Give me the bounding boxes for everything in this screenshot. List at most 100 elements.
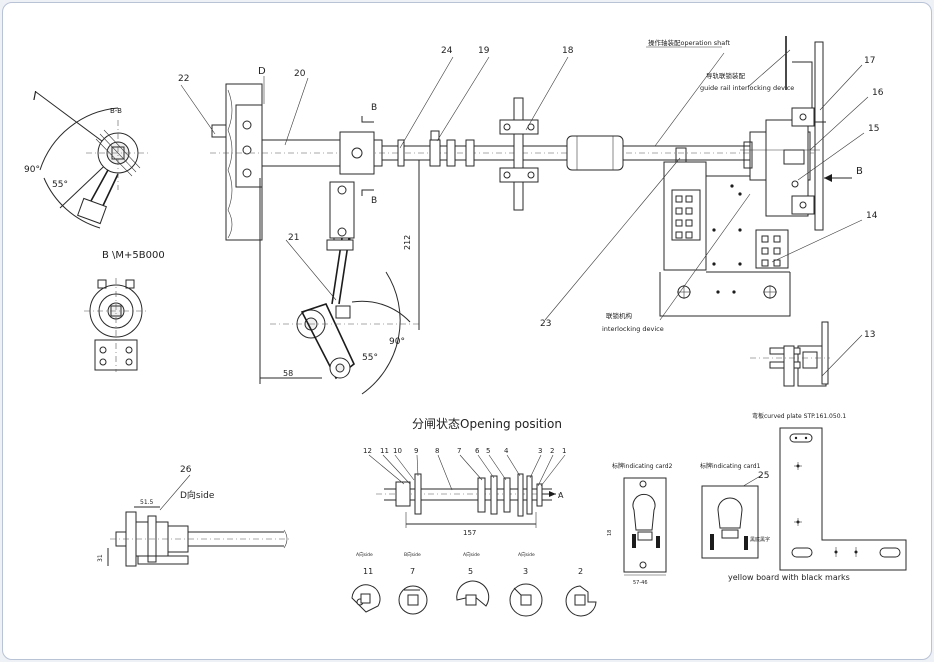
arrow-b: B xyxy=(824,166,863,182)
op-callout-8: 8 xyxy=(435,447,439,455)
op-callout-4: 4 xyxy=(504,447,509,455)
op-callout-5: 5 xyxy=(486,447,490,455)
angle-90-mid: 90° xyxy=(389,337,405,347)
callout-13: 13 xyxy=(864,330,875,340)
opening-position-view: 分闸状态Opening position 12 11 xyxy=(363,417,566,537)
arc-90-mid xyxy=(351,300,411,323)
dim-57: 57-46 xyxy=(633,580,648,586)
callout-16: 16 xyxy=(872,88,884,98)
op-callout-6: 6 xyxy=(475,447,480,455)
cam-7-num: 7 xyxy=(410,567,415,576)
callouts-top: 22 20 24 19 18 17 16 15 14 13 23 21 xyxy=(178,46,884,340)
d-side-label: D向side xyxy=(180,489,215,501)
opening-position-title: 分闸状态Opening position xyxy=(412,417,562,431)
arc-55-left xyxy=(43,177,101,229)
callout-22: 22 xyxy=(178,74,189,84)
yellow-board-label: yellow board with black marks xyxy=(728,573,850,582)
cam-3-tag: A向side xyxy=(518,551,535,558)
arc-55-mid xyxy=(361,271,401,395)
op-callout-3: 3 xyxy=(538,447,542,455)
interlocking-device xyxy=(659,36,826,317)
callout-19: 19 xyxy=(478,46,490,56)
cam-5: A向side 5 xyxy=(456,551,490,607)
view-b: B \M+5B000 xyxy=(84,250,165,372)
op-callout-2: 2 xyxy=(550,447,554,455)
section-bb-label: B-B xyxy=(110,107,122,115)
angle-55-mid: 55° xyxy=(362,353,378,363)
dim-18: 18 xyxy=(607,530,613,536)
cam-7-tag: B向side xyxy=(404,551,421,558)
callout-21: 21 xyxy=(288,233,299,243)
bb-arm-end xyxy=(77,197,107,225)
indicating-card1-label: 标牌indicating card1 xyxy=(700,462,761,470)
op-callout-9: 9 xyxy=(414,447,418,455)
callout-17: 17 xyxy=(864,56,875,66)
interlock-frame xyxy=(663,161,707,271)
label-guide-rail-en: guide rail interlocking device xyxy=(700,84,794,92)
left-support-plate xyxy=(225,83,263,241)
black-marks-cn: 黑底黑字 xyxy=(750,536,770,543)
cam-profiles: A向side 11 B向side 7 A向side 5 A向side xyxy=(351,551,597,617)
card2-plate xyxy=(623,477,667,573)
cam-7: B向side 7 xyxy=(398,551,428,615)
label-b-lower: B xyxy=(371,196,377,206)
indicating-card-1: 标牌indicating card1 黑底黑字 yellow board wit… xyxy=(700,462,850,582)
op-callout-11: 11 xyxy=(380,447,389,455)
view-b-label: B \M+5B000 xyxy=(102,250,165,261)
cam-5-num: 5 xyxy=(468,567,473,576)
cam-11: A向side 11 xyxy=(351,551,381,613)
cam-11-num: 11 xyxy=(363,567,373,576)
op-callout-10: 10 xyxy=(393,447,402,455)
shaft-end-stub xyxy=(211,124,227,138)
callout-14: 14 xyxy=(866,211,878,221)
arc-90-left xyxy=(39,107,119,171)
dim-31: 31 xyxy=(97,554,104,562)
cam-3-num: 3 xyxy=(523,567,528,576)
angle-55-left: 55° xyxy=(52,180,68,190)
roman-numeral-one: I xyxy=(33,89,37,103)
indicating-card-2: 标牌indicating card2 18 57-46 xyxy=(607,462,673,586)
arrow-b-right: B xyxy=(856,166,863,177)
callout-26: 26 xyxy=(180,465,192,475)
callout-20: 20 xyxy=(294,69,306,79)
callout-24: 24 xyxy=(441,46,453,56)
callout-15: 15 xyxy=(868,124,879,134)
section-bb-view: B-B 90° 55° I xyxy=(24,89,150,229)
dim-58: 58 xyxy=(283,369,293,378)
crank-arm xyxy=(300,303,355,380)
curved-plate: 弯板curved plate STP.161.050.1 xyxy=(752,412,907,571)
marker-dots xyxy=(712,184,742,294)
indicating-card2-label: 标牌indicating card2 xyxy=(612,462,673,470)
callout-18: 18 xyxy=(562,46,574,56)
dim-515: 51.5 xyxy=(140,499,154,506)
callout-23: 23 xyxy=(540,319,551,329)
arrow-a: A xyxy=(558,491,564,500)
clamp-block xyxy=(339,131,375,175)
label-interlock-cn: 联锁机构 xyxy=(606,311,633,320)
cam-11-tag: A向side xyxy=(356,551,373,558)
flange-plate xyxy=(513,97,524,211)
callout-25: 25 xyxy=(758,471,769,481)
main-shaft-assembly: D B B xyxy=(210,66,820,395)
label-operation-shaft: 操作轴装配operation shaft xyxy=(648,38,730,47)
angle-90-left: 90° xyxy=(24,165,40,175)
label-b-upper: B xyxy=(371,103,377,113)
label-d: D xyxy=(258,66,266,77)
guide-rail-plate xyxy=(814,41,824,231)
leader-lines xyxy=(159,49,869,511)
link-rod-upper xyxy=(329,181,355,239)
coupling-sleeve xyxy=(566,135,624,171)
cam-2: 2 xyxy=(565,567,597,617)
base-plate xyxy=(659,272,791,317)
cam-3: A向side 3 xyxy=(509,551,543,617)
detail-13 xyxy=(750,321,830,387)
op-callout-7: 7 xyxy=(457,447,461,455)
cam-5-tag: A向side xyxy=(463,551,480,558)
flange-bolt-bottom xyxy=(499,167,539,183)
op-callout-1: 1 xyxy=(562,447,566,455)
curved-plate-label: 弯板curved plate STP.161.050.1 xyxy=(752,412,846,420)
flange-bolt-top xyxy=(499,119,539,135)
op-callout-12: 12 xyxy=(363,447,372,455)
